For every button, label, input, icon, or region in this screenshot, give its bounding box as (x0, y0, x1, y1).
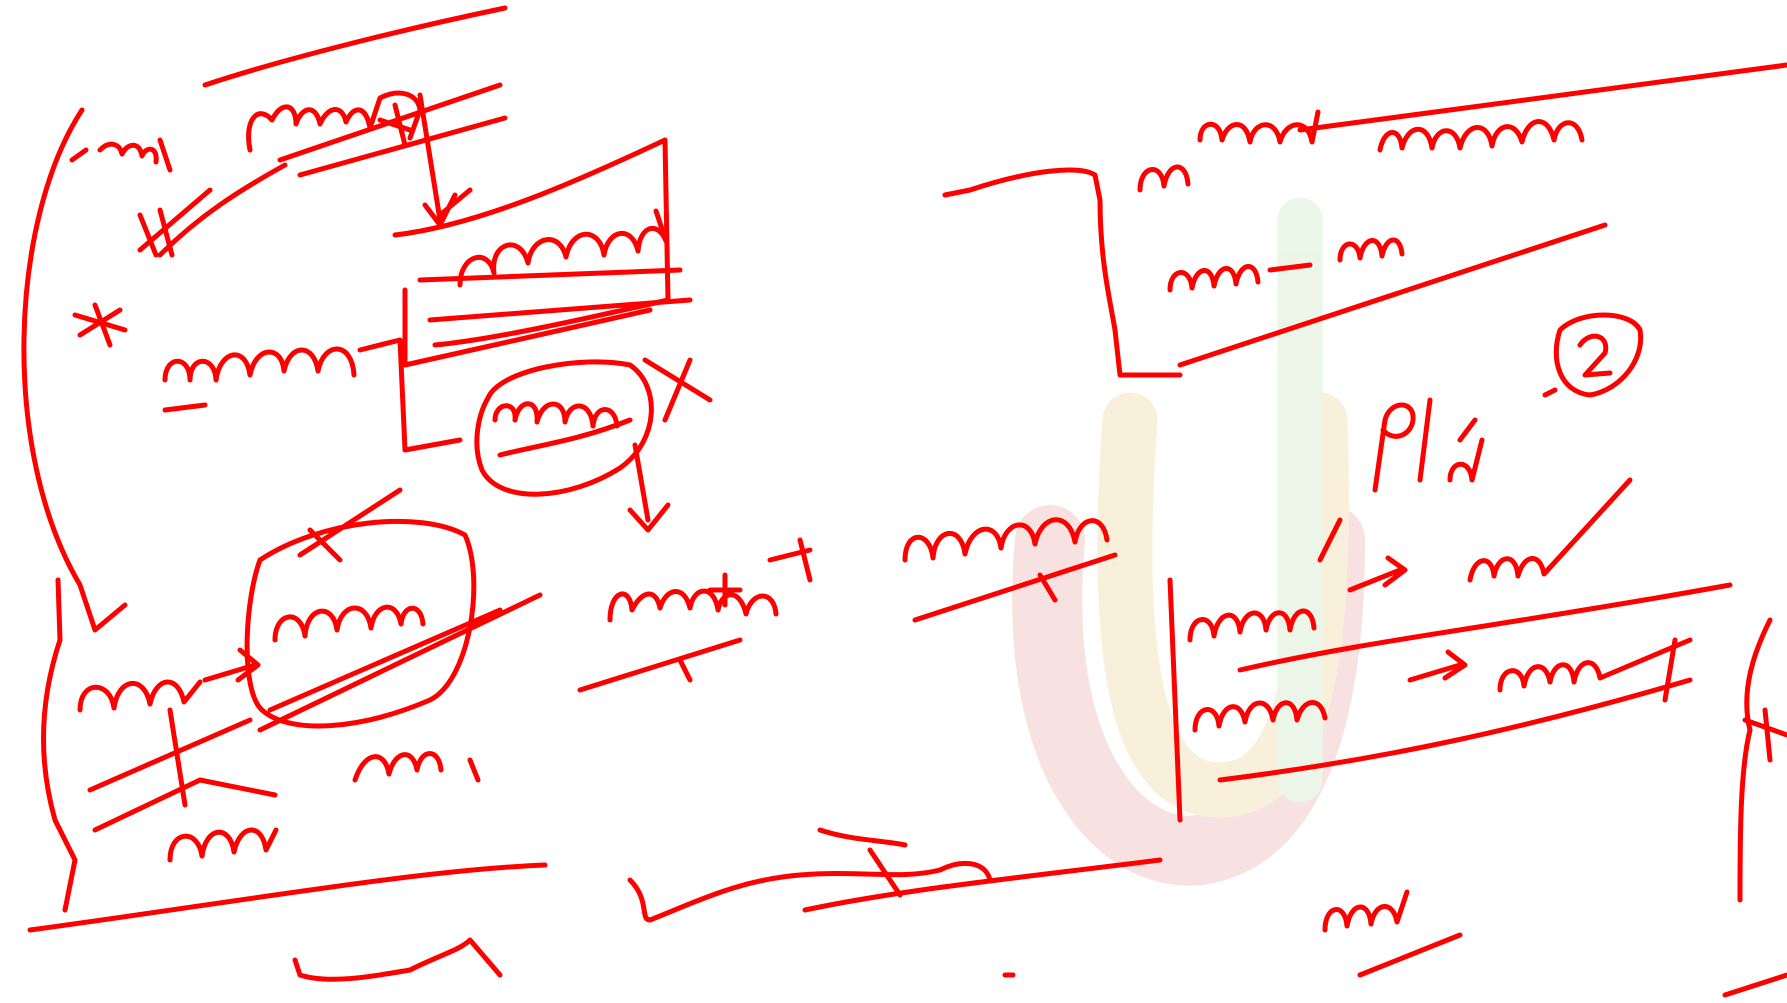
arrow-down-right (627, 442, 671, 533)
strike-mark-left (137, 187, 213, 258)
bottom-left-squiggle (292, 937, 503, 982)
left-brace (41, 577, 78, 913)
box-upper (392, 137, 671, 348)
bracket-connector (357, 287, 653, 453)
right-word-row2b (1497, 637, 1693, 703)
asterisk-mark (72, 302, 128, 348)
right-vertical-line (1167, 577, 1183, 823)
right-word-row1 (1187, 608, 1317, 643)
bottom-right-underline (1357, 932, 1463, 978)
heading-scribble-left (69, 90, 423, 173)
lower-left-diagonals (87, 707, 278, 833)
ink-strokes (21, 5, 1787, 998)
right-word-pl (1372, 397, 1485, 493)
strike-small-1 (377, 102, 413, 148)
circled-two (1553, 312, 1644, 398)
middle-equation (607, 537, 813, 623)
tick-mark-1 (1037, 572, 1058, 603)
right-word-row2 (1192, 700, 1328, 733)
right-header-text (1137, 109, 1585, 193)
heading-underline-1 (202, 5, 508, 88)
right-arrow-row2 (1407, 649, 1468, 683)
far-right-mark (1742, 707, 1787, 763)
right-row2-underline (1217, 677, 1693, 783)
right-header-top-line (1297, 62, 1787, 133)
box-word (457, 208, 669, 288)
heading-underline-3 (297, 115, 508, 178)
right-year-underline (1177, 222, 1608, 368)
curved-arrow-left (21, 107, 128, 633)
right-word-row1b (1467, 477, 1633, 583)
right-bracket (942, 167, 1183, 378)
right-year-range (1167, 237, 1405, 293)
word-left-mid (162, 346, 357, 413)
bottom-right-corner (1722, 972, 1787, 998)
right-open-paren (1317, 517, 1343, 563)
tick-mark-2 (677, 657, 693, 683)
circled-word-text (492, 401, 633, 458)
rounded-box-strikes (257, 487, 543, 733)
heading-connector (157, 162, 288, 258)
rounded-box-word (272, 604, 426, 643)
middle-equation-underline (577, 552, 1118, 693)
bottom-right-word (1322, 889, 1410, 933)
right-arrow-row1 (1347, 555, 1408, 593)
cross-mark-right (642, 357, 713, 423)
rounded-box (244, 518, 477, 729)
far-right-bracket (1737, 617, 1773, 903)
box-strike (437, 187, 473, 218)
circled-word-ellipse (474, 359, 654, 497)
lower-left-word-3 (167, 827, 279, 863)
right-row1-underline (1237, 582, 1733, 673)
watermark-logo (1012, 197, 1365, 886)
bottom-centre-line (802, 857, 1163, 913)
lower-left-word (77, 679, 203, 713)
bottom-centre-squiggle (627, 827, 993, 923)
circled-two-dash (1542, 387, 1558, 398)
box-underline (417, 267, 693, 323)
middle-word-right (902, 517, 1110, 563)
bottom-long-line (27, 862, 548, 933)
lower-left-word-2 (352, 751, 481, 783)
